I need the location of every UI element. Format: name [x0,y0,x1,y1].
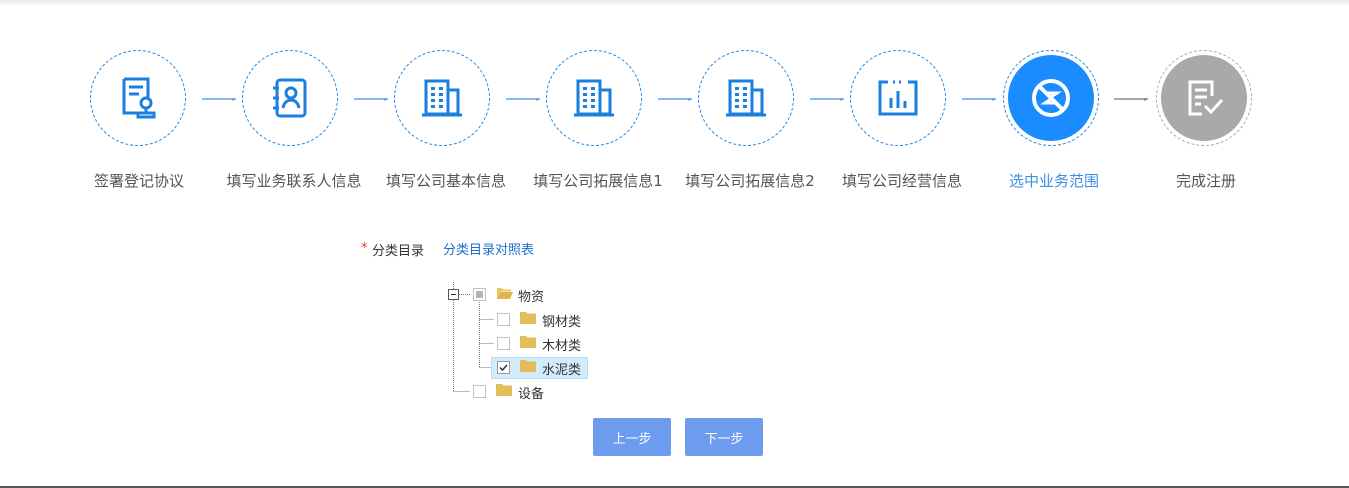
child-checkbox[interactable] [497,313,510,326]
folder-icon [520,336,536,348]
contract-icon [122,77,156,119]
folder-icon [520,360,536,372]
next-step-button[interactable]: 下一步 [685,418,763,456]
folder-icon [496,384,512,396]
category-label: 分类目录 [372,244,425,259]
step-8-fill [1161,55,1247,141]
tree-node-label[interactable]: 木材类 [542,339,582,354]
checkmark-icon [499,364,508,372]
step-1-circle [90,50,186,146]
building-icon [422,79,462,117]
tree-node-label[interactable]: 设备 [518,387,545,402]
step-3-circle [394,50,490,146]
step-connector [202,98,238,101]
folder-open-icon [497,288,513,299]
tree-node-label[interactable]: 物资 [518,290,545,305]
step-4-circle [546,50,642,146]
step-4-label: 填写公司拓展信息1 [533,172,663,190]
step-5-circle [698,50,794,146]
chart-board-icon [878,80,918,116]
required-mark: * [361,241,368,256]
step-7-fill [1008,55,1094,141]
contact-book-icon [273,78,307,118]
selected-node-highlight [491,357,588,379]
prev-step-button[interactable]: 上一步 [593,418,671,456]
step-connector [810,98,846,101]
step-connector [354,98,390,101]
step-8-circle [1156,50,1252,146]
category-reference-link[interactable]: 分类目录对照表 [443,243,535,258]
collapse-toggle[interactable] [448,289,459,300]
building-icon [726,79,766,117]
top-shadow [0,0,1349,6]
tree-node-label[interactable]: 钢材类 [542,315,582,330]
step-6-label: 填写公司经营信息 [841,172,962,190]
step-2-label: 填写业务联系人信息 [226,172,362,190]
step-connector [1114,98,1150,101]
step-7-label: 选中业务范围 [1008,172,1099,190]
bottom-border [0,486,1349,488]
step-connector [962,98,998,101]
step-2-circle [242,50,338,146]
step-6-circle [850,50,946,146]
step-connector [506,98,542,101]
scope-icon [1032,79,1070,117]
root-checkbox[interactable] [473,385,486,398]
tree-guide-lines [453,282,494,392]
step-5-label: 填写公司拓展信息2 [685,172,815,190]
step-connector [658,98,694,101]
step-3-label: 填写公司基本信息 [385,172,506,190]
step-8-label: 完成注册 [1175,172,1236,190]
root-checkbox[interactable] [473,288,486,301]
child-checkbox[interactable] [497,337,510,350]
folder-icon [520,312,536,324]
tree-node-label[interactable]: 水泥类 [542,363,582,378]
step-1-label: 签署登记协议 [93,172,184,190]
step-7-circle [1003,50,1099,146]
child-checkbox-checked[interactable] [497,361,510,374]
document-check-icon [1188,80,1224,116]
building-icon [574,79,614,117]
